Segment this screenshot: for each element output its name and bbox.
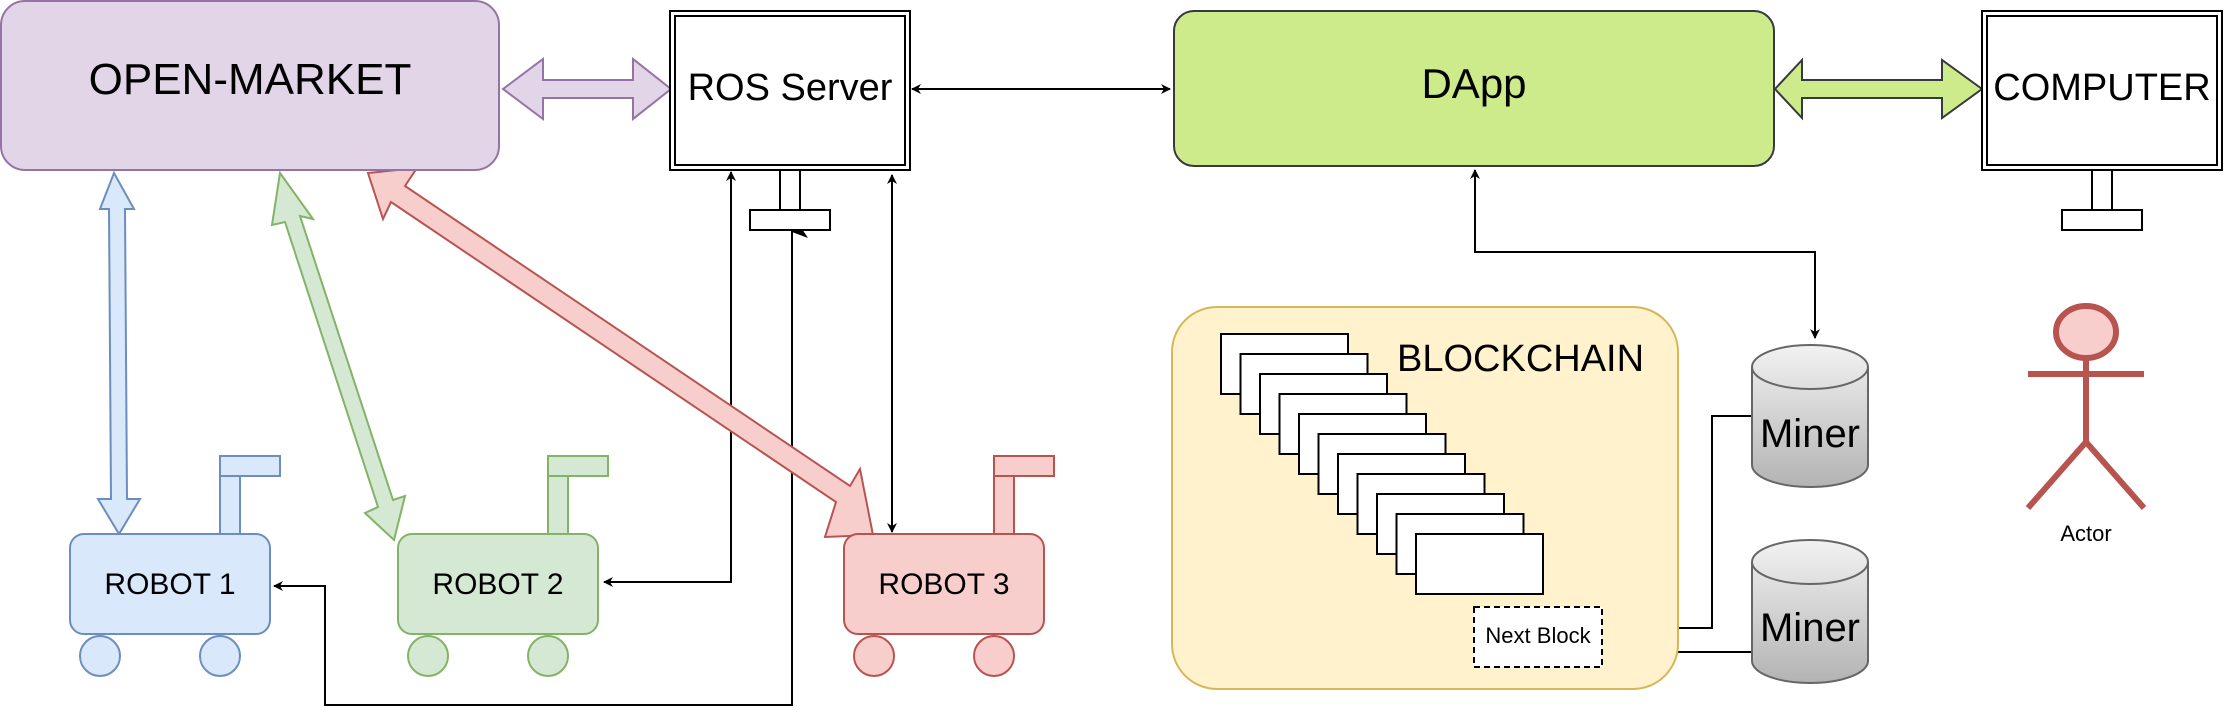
miner-dapp-connector (1470, 169, 1820, 339)
robot-node[interactable]: ROBOT 1 (69, 455, 281, 677)
actor-head (2053, 303, 2119, 361)
robot-label: ROBOT 2 (432, 568, 563, 601)
ros-server-node[interactable]: ROS Server (669, 10, 911, 231)
openmarket-ros-arrow (501, 56, 673, 122)
actor-node[interactable] (2025, 303, 2147, 510)
open-market-label: OPEN-MARKET (89, 55, 412, 104)
block-stack (1220, 333, 1544, 595)
computer-neck (2091, 169, 2113, 211)
robot-node[interactable]: ROBOT 3 (843, 455, 1055, 677)
miner-cylinder (1751, 344, 1869, 488)
ros-robot1-connector (273, 230, 793, 706)
ros-server-neck (779, 169, 801, 211)
robot-arm (993, 455, 1055, 477)
robots: ROBOT 1 ROBOT 2 ROBOT 3 (69, 455, 1055, 677)
robot-label: ROBOT 1 (104, 568, 235, 601)
robot-body (69, 533, 271, 635)
robot-wheel (973, 635, 1015, 677)
connectors (273, 84, 1820, 706)
ros-robot2-connector (603, 171, 736, 587)
robot-wheel (853, 635, 895, 677)
robot-label: ROBOT 3 (878, 568, 1009, 601)
computer-label: COMPUTER (1993, 67, 2210, 109)
robot-wheel (79, 635, 121, 677)
dapp-box (1173, 10, 1775, 167)
robot-node[interactable]: ROBOT 2 (397, 455, 609, 677)
computer-node[interactable]: COMPUTER (1981, 10, 2223, 231)
computer-monitor (1981, 10, 2223, 171)
dapp-node[interactable]: DApp (1173, 10, 1775, 167)
blockchain-label: BLOCKCHAIN (1397, 338, 1644, 380)
computer-stand (2061, 209, 2143, 231)
robot-arm (219, 455, 281, 477)
next-block-label: Next Block (1485, 623, 1591, 648)
miner-label: Miner (1760, 606, 1860, 650)
miner-node[interactable]: Miner (1751, 344, 1869, 488)
block (1415, 533, 1544, 595)
open-market-box (0, 0, 500, 171)
miner-label: Miner (1760, 412, 1860, 456)
openmarket-robot2-arrow (270, 170, 407, 542)
robot-body (397, 533, 599, 635)
robot-body (843, 533, 1045, 635)
openmarket-robot1-arrow (96, 170, 142, 536)
dapp-label: DApp (1421, 60, 1526, 107)
ros-server-stand (749, 209, 831, 231)
actor-label: Actor (2060, 521, 2111, 546)
ros-server-label: ROS Server (688, 67, 893, 109)
open-market-node[interactable]: OPEN-MARKET (0, 0, 500, 171)
blockchain-node[interactable]: BLOCKCHAIN Next Block (1171, 306, 1679, 690)
miner-node[interactable]: Miner (1751, 539, 1869, 684)
robot-wheel (527, 635, 569, 677)
miner-cylinder (1751, 539, 1869, 684)
robot-arm (547, 455, 609, 477)
next-block-box[interactable] (1473, 606, 1603, 668)
robot-wheel (407, 635, 449, 677)
block-arrows (96, 56, 1984, 542)
robot-wheel (199, 635, 241, 677)
dapp-computer-arrow (1773, 57, 1984, 121)
